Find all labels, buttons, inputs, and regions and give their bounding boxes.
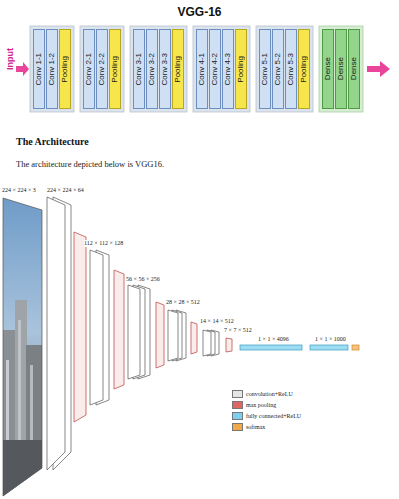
input-label: Input xyxy=(5,48,15,70)
legend-item: fully connected+ReLU xyxy=(232,412,301,420)
pooling-box: Pooling xyxy=(59,29,71,109)
conv-box: Conv 5-3 xyxy=(285,29,297,109)
dimension-label: 1 × 1 × 4096 xyxy=(258,336,289,343)
dimension-label: 112 × 112 × 128 xyxy=(84,240,123,247)
legend-text: max pooling xyxy=(246,402,276,408)
dimension-label: 14 × 14 × 512 xyxy=(200,318,234,325)
dimension-label: 1 × 1 × 1000 xyxy=(315,336,346,343)
conv-box: Conv 4-1 xyxy=(196,29,208,109)
section-heading: The Architecture xyxy=(16,136,89,148)
conv-box: Conv 1-2 xyxy=(46,29,58,109)
group-background xyxy=(319,26,363,112)
legend-item: softmax xyxy=(232,423,265,431)
layer-name: Conv 3-3 xyxy=(160,53,170,85)
dimension-label: 28 × 28 × 512 xyxy=(166,299,200,306)
group-background xyxy=(193,26,250,112)
conv-box: Conv 5-1 xyxy=(259,29,271,109)
body-text: The architecture depicted below is VGG16… xyxy=(16,160,164,170)
legend-swatch xyxy=(232,390,243,398)
dimension-label: 224 × 224 × 3 xyxy=(2,187,36,194)
layer-name: Dense xyxy=(336,57,346,80)
layer-name: Pooling xyxy=(110,56,120,83)
dense-layers xyxy=(240,345,359,350)
layer-name: Pooling xyxy=(60,56,70,83)
conv-box: Conv 3-1 xyxy=(133,29,145,109)
conv-box: Conv 2-1 xyxy=(83,29,95,109)
dimension-label: 7 × 7 × 512 xyxy=(224,327,252,334)
conv-box: Conv 1-1 xyxy=(33,29,45,109)
layer-name: Conv 5-2 xyxy=(273,53,283,85)
conv-box: Conv 2-2 xyxy=(96,29,108,109)
dense-box: Dense xyxy=(335,29,347,109)
pooling-box: Pooling xyxy=(109,29,121,109)
output-arrow xyxy=(367,61,390,77)
pooling-box: Pooling xyxy=(235,29,247,109)
layer-name: Conv 2-2 xyxy=(97,53,107,85)
layer-name: Conv 3-2 xyxy=(147,53,157,85)
group-background xyxy=(30,26,74,112)
conv-box: Conv 4-3 xyxy=(222,29,234,109)
dimension-label: 56 × 56 × 256 xyxy=(126,276,160,283)
layer-name: Conv 4-3 xyxy=(223,53,233,85)
conv-box: Conv 4-2 xyxy=(209,29,221,109)
legend-swatch xyxy=(232,423,243,431)
input-arrow xyxy=(16,62,29,76)
pooling-box: Pooling xyxy=(298,29,310,109)
layer-name: Conv 5-3 xyxy=(286,53,296,85)
layer-name: Pooling xyxy=(236,56,246,83)
layer-name: Pooling xyxy=(173,56,183,83)
dense-box: Dense xyxy=(348,29,360,109)
feature-maps xyxy=(47,197,219,470)
layer-name: Pooling xyxy=(299,56,309,83)
conv-box: Conv 5-2 xyxy=(272,29,284,109)
pooling-box: Pooling xyxy=(172,29,184,109)
dimension-label: 224 × 224 × 64 xyxy=(47,187,84,194)
input-photo xyxy=(3,198,42,499)
layer-name: Conv 4-1 xyxy=(197,53,207,85)
conv-box: Conv 3-3 xyxy=(159,29,171,109)
group-background xyxy=(80,26,124,112)
group-backgrounds xyxy=(30,26,363,112)
group-background xyxy=(130,26,187,112)
layer-name: Dense xyxy=(323,57,333,80)
layer-name: Conv 1-1 xyxy=(34,53,44,85)
pooling-maps xyxy=(74,232,232,422)
legend-item: max pooling xyxy=(232,401,276,409)
group-background xyxy=(256,26,313,112)
legend-text: convolution+ReLU xyxy=(246,391,293,397)
layer-name: Conv 5-1 xyxy=(260,53,270,85)
layer-name: Conv 1-2 xyxy=(47,53,57,85)
legend-swatch xyxy=(232,412,243,420)
layer-name: Conv 2-1 xyxy=(84,53,94,85)
legend-item: convolution+ReLU xyxy=(232,390,293,398)
legend-text: fully connected+ReLU xyxy=(246,413,301,419)
layer-name: Dense xyxy=(349,57,359,80)
legend-text: softmax xyxy=(246,424,265,430)
diagram-title: VGG-16 xyxy=(0,5,399,19)
conv-box: Conv 3-2 xyxy=(146,29,158,109)
dense-box: Dense xyxy=(322,29,334,109)
layer-name: Conv 3-1 xyxy=(134,53,144,85)
legend-swatch xyxy=(232,401,243,409)
layer-name: Conv 4-2 xyxy=(210,53,220,85)
